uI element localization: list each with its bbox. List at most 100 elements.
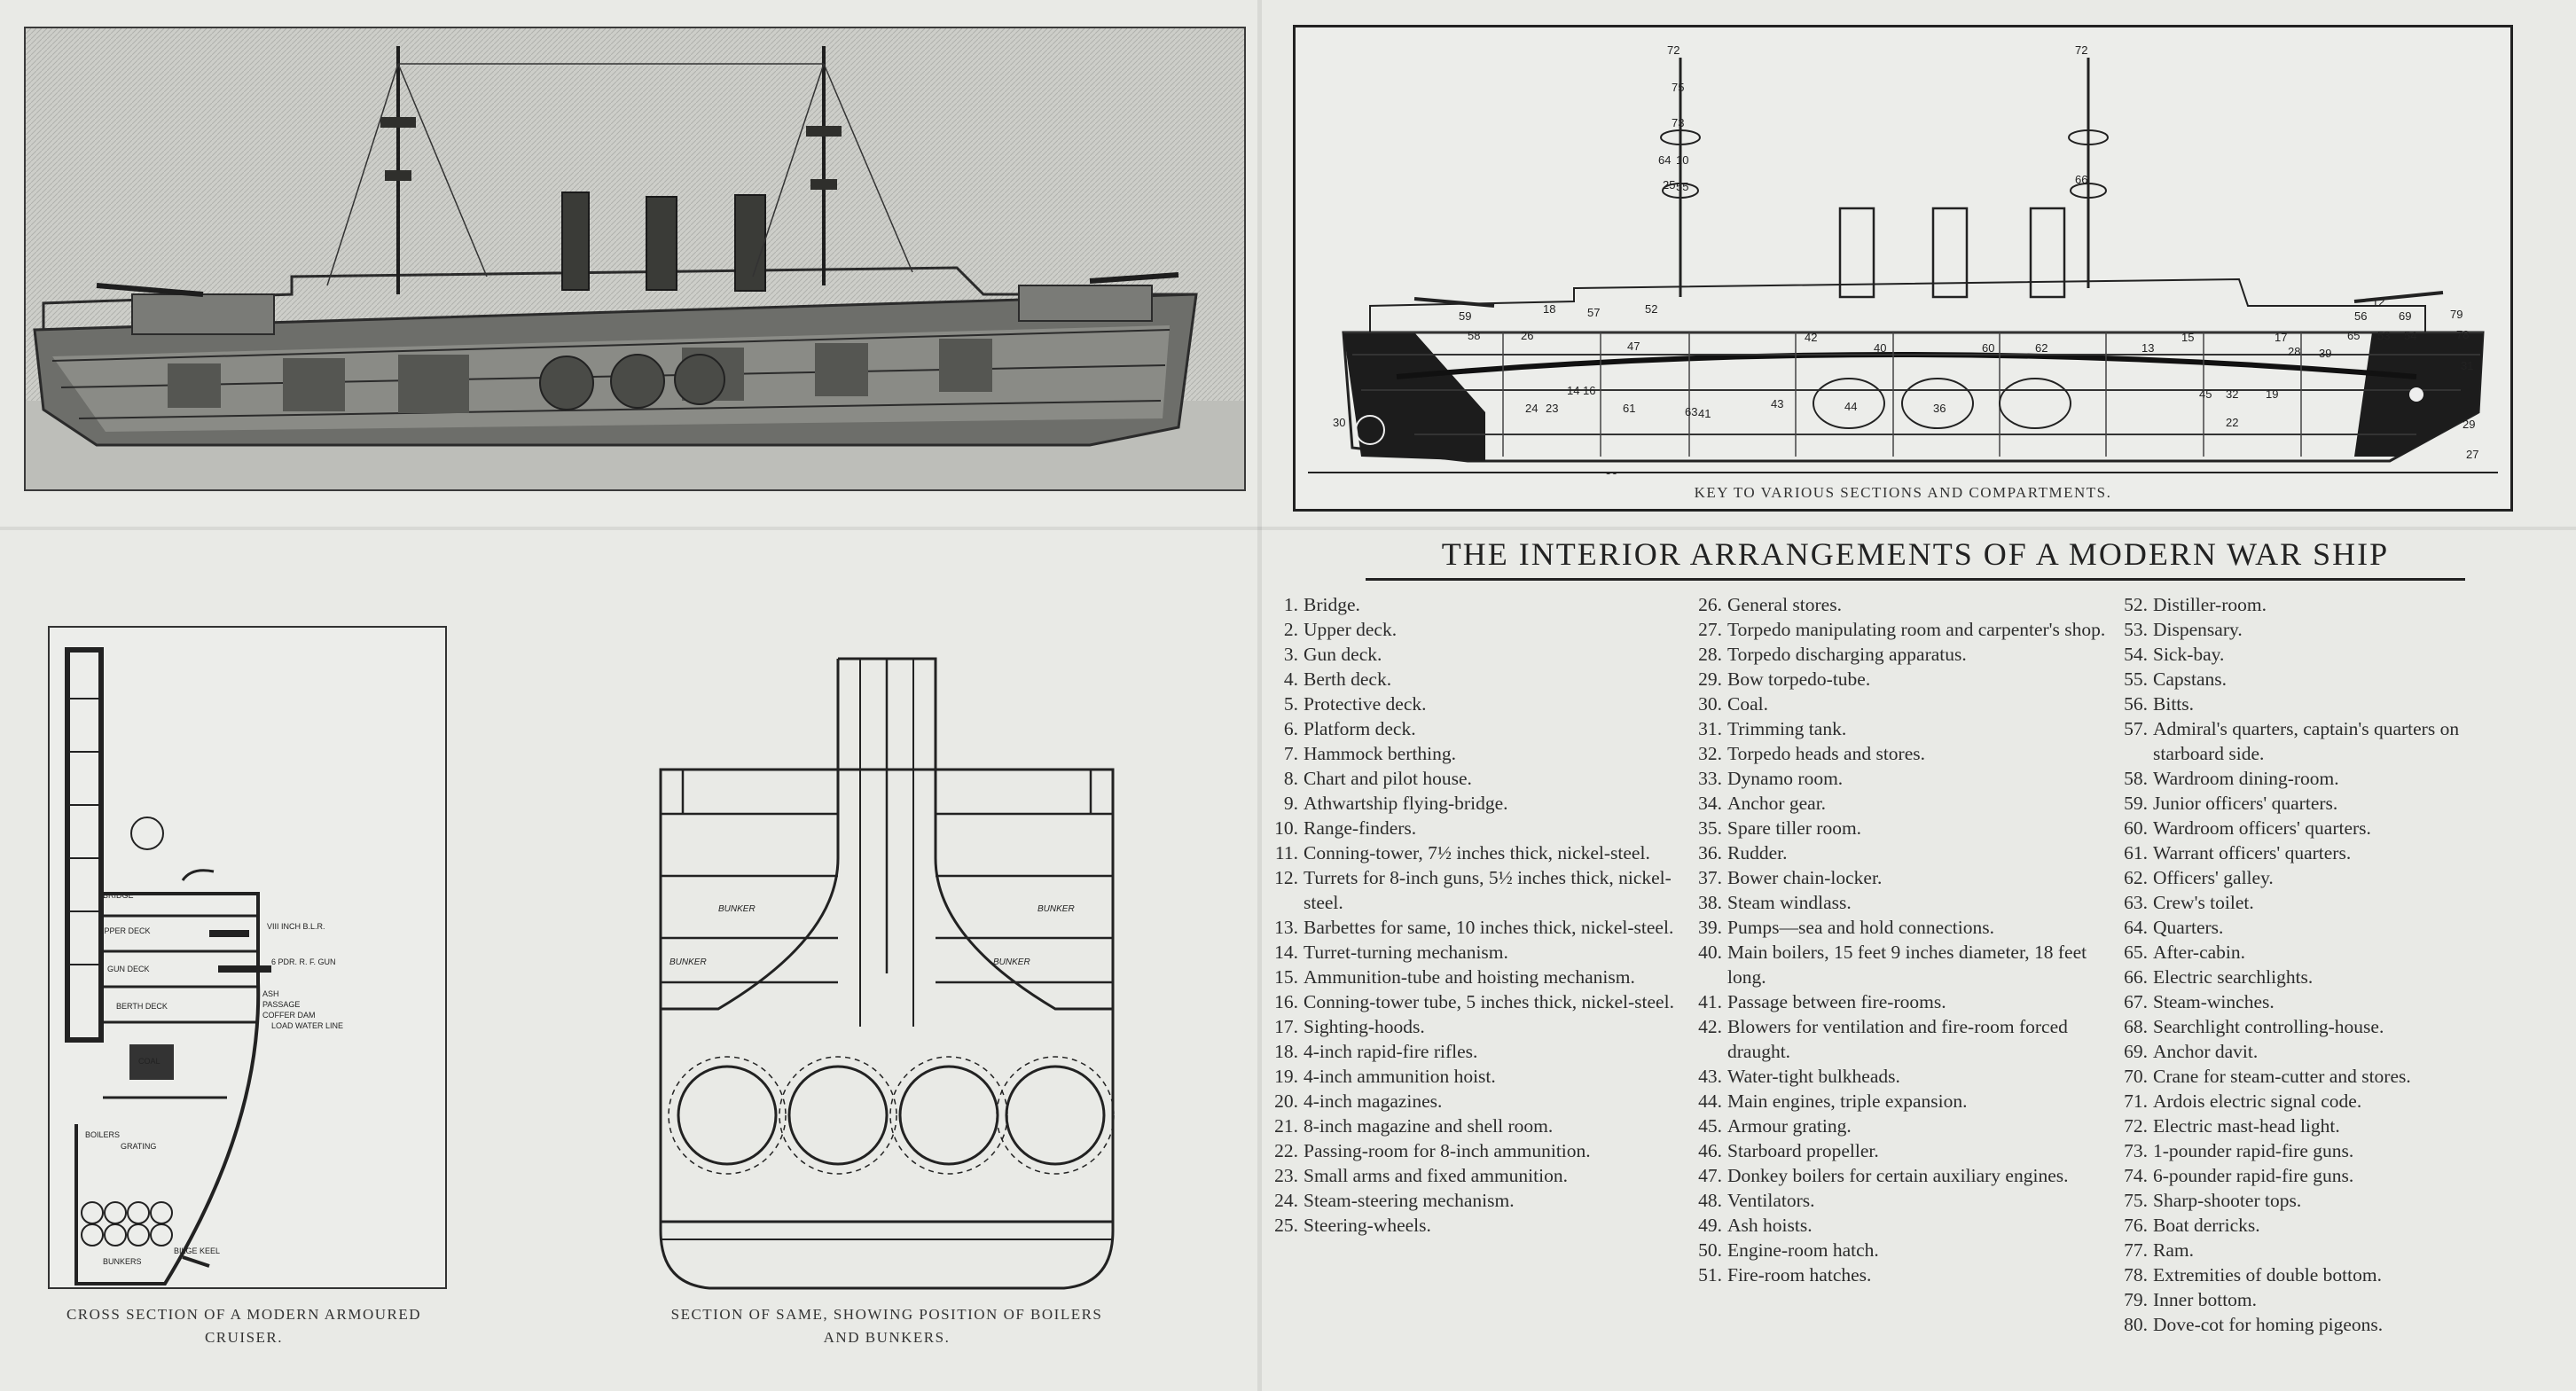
- legend-item: 20.4-inch magazines.: [1259, 1089, 1685, 1114]
- legend-item: 72.Electric mast-head light.: [2109, 1114, 2534, 1138]
- legend-item-text: Anchor gear.: [1727, 793, 1827, 814]
- legend-item: 7.Hammock berthing.: [1259, 741, 1685, 766]
- legend-item-text: 6-pounder rapid-fire guns.: [2153, 1165, 2354, 1186]
- legend-item-number: 78.: [2124, 1264, 2148, 1286]
- legend-item: 12.Turrets for 8-inch guns, 5½ inches th…: [1259, 865, 1685, 915]
- legend-item-text: Steering-wheels.: [1304, 1215, 1431, 1236]
- legend-item-text: Bow torpedo-tube.: [1727, 668, 1871, 690]
- legend-item-text: Passing-room for 8-inch ammunition.: [1304, 1140, 1591, 1161]
- legend-item-text: Crane for steam-cutter and stores.: [2153, 1066, 2411, 1087]
- legend-item-number: 32.: [1698, 743, 1722, 764]
- legend-item-text: Hammock berthing.: [1304, 743, 1456, 764]
- legend-item-number: 6.: [1283, 718, 1298, 739]
- legend-item-number: 35.: [1698, 817, 1722, 839]
- legend-item: 79.Inner bottom.: [2109, 1287, 2534, 1312]
- key-number-label: 10: [1676, 153, 1688, 167]
- legend-item: 35.Spare tiller room.: [1683, 816, 2118, 840]
- legend-item-number: 57.: [2124, 718, 2148, 739]
- legend-item-number: 53.: [2124, 619, 2148, 640]
- legend-item: 17.Sighting-hoods.: [1259, 1014, 1685, 1039]
- key-number-label: 56: [2354, 309, 2367, 323]
- legend-item: 43.Water-tight bulkheads.: [1683, 1064, 2118, 1089]
- legend-item-text: Ventilators.: [1727, 1190, 1815, 1211]
- key-number-label: 14: [1567, 384, 1579, 397]
- legend-item-number: 44.: [1698, 1090, 1722, 1112]
- legend-item-number: 8.: [1283, 768, 1298, 789]
- key-number-label: 24: [1525, 402, 1538, 415]
- legend-item-text: Torpedo manipulating room and carpenter'…: [1727, 619, 2106, 640]
- legend-item: 54.Sick-bay.: [2109, 642, 2534, 667]
- legend-item-text: Sharp-shooter tops.: [2153, 1190, 2302, 1211]
- legend-item-number: 23.: [1274, 1165, 1298, 1186]
- legend-item-number: 49.: [1698, 1215, 1722, 1236]
- cross-section-label: BOILERS: [85, 1130, 120, 1139]
- legend-item-number: 67.: [2124, 991, 2148, 1012]
- legend-item-text: Dispensary.: [2153, 619, 2243, 640]
- key-number-label: 52: [1645, 302, 1657, 316]
- legend-item: 40.Main boilers, 15 feet 9 inches diamet…: [1683, 940, 2118, 989]
- legend-item: 18.4-inch rapid-fire rifles.: [1259, 1039, 1685, 1064]
- legend-item-number: 11.: [1274, 842, 1298, 864]
- legend-item-text: Electric mast-head light.: [2153, 1115, 2340, 1137]
- key-number-label: 19: [2266, 387, 2278, 401]
- legend-item-text: Turret-turning mechanism.: [1304, 942, 1508, 963]
- legend-item-number: 65.: [2124, 942, 2148, 963]
- legend-item-number: 1.: [1283, 594, 1298, 615]
- legend-item: 19. 4-inch ammunition hoist.: [1259, 1064, 1685, 1089]
- legend-item-number: 76.: [2124, 1215, 2148, 1236]
- legend-item: 56.Bitts.: [2109, 692, 2534, 716]
- key-number-label: 47: [1627, 340, 1640, 353]
- legend-item-number: 37.: [1698, 867, 1722, 888]
- legend-item: 65.After-cabin.: [2109, 940, 2534, 965]
- key-number-label: 54: [2404, 329, 2416, 342]
- legend-item-text: Passage between fire-rooms.: [1727, 991, 1946, 1012]
- legend-item-text: Ash hoists.: [1727, 1215, 1813, 1236]
- key-number-label: 16: [1583, 384, 1595, 397]
- boilers-caption: SECTION OF SAME, SHOWING POSITION OF BOI…: [670, 1306, 1103, 1346]
- legend-item-text: 4-inch ammunition hoist.: [1304, 1066, 1496, 1087]
- cross-section-label: 6 PDR. R. F. GUN: [271, 957, 336, 966]
- legend-item-text: Pumps—sea and hold connections.: [1727, 917, 1994, 938]
- legend-item: 25.Steering-wheels.: [1259, 1213, 1685, 1238]
- legend-item-number: 2.: [1283, 619, 1298, 640]
- legend-item: 51.Fire-room hatches.: [1683, 1262, 2118, 1287]
- legend-item: 78.Extremities of double bottom.: [2109, 1262, 2534, 1287]
- legend-item-text: Ram.: [2153, 1239, 2194, 1261]
- key-number-label: 44: [1844, 400, 1857, 413]
- legend-item: 64.Quarters.: [2109, 915, 2534, 940]
- legend-item: 45.Armour grating.: [1683, 1114, 2118, 1138]
- legend-item-text: General stores.: [1727, 594, 1842, 615]
- cross-section-label: GUN DECK: [107, 965, 150, 973]
- legend-item-text: Spare tiller room.: [1727, 817, 1862, 839]
- legend-item-text: Boat derricks.: [2153, 1215, 2260, 1236]
- legend-item-text: Torpedo discharging apparatus.: [1727, 644, 1967, 665]
- legend-item: 13.Barbettes for same, 10 inches thick, …: [1259, 915, 1685, 940]
- legend-item: 63.Crew's toilet.: [2109, 890, 2534, 915]
- key-number-label: 25: [1663, 178, 1675, 191]
- legend-item-text: Starboard propeller.: [1727, 1140, 1879, 1161]
- key-number-label: 28: [2288, 345, 2300, 358]
- cross-section-label: PASSAGE: [262, 1000, 300, 1009]
- key-number-label: 75: [1672, 81, 1684, 94]
- legend-item: 69.Anchor davit.: [2109, 1039, 2534, 1064]
- cross-section-label: ASH: [262, 989, 279, 998]
- legend-item-number: 80.: [2124, 1314, 2148, 1335]
- legend-item-text: Steam windlass.: [1727, 892, 1852, 913]
- legend-item-text: Officers' galley.: [2153, 867, 2274, 888]
- legend-item-number: 14.: [1274, 942, 1298, 963]
- legend-item: 60.Wardroom officers' quarters.: [2109, 816, 2534, 840]
- legend-item-number: 19.: [1274, 1066, 1298, 1087]
- cross-section-label: BERTH DECK: [116, 1002, 168, 1011]
- legend-item-number: 55.: [2124, 668, 2148, 690]
- key-number-label: 53: [2377, 329, 2390, 342]
- legend-item: 26.General stores.: [1683, 592, 2118, 617]
- legend-item-text: Gun deck.: [1304, 644, 1382, 665]
- cross-section-label: BRIDGE: [103, 891, 134, 900]
- legend-item: 2.Upper deck.: [1259, 617, 1685, 642]
- key-number-label: 20: [1605, 471, 1617, 474]
- legend-item-number: 28.: [1698, 644, 1722, 665]
- cross-section-labels: VIII INCH B.L.R.6 PDR. R. F. GUNASHPASSA…: [85, 891, 343, 1266]
- legend-item: 61.Warrant officers' quarters.: [2109, 840, 2534, 865]
- legend-item-number: 54.: [2124, 644, 2148, 665]
- legend-item-number: 4.: [1283, 668, 1298, 690]
